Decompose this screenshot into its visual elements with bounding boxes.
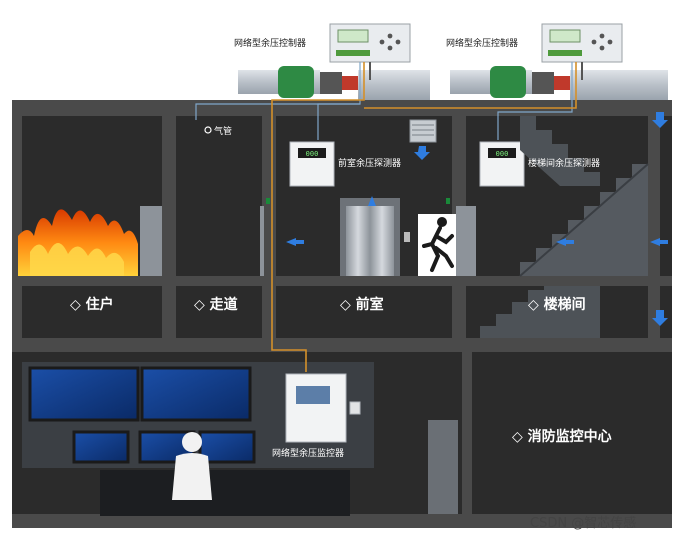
video-wall-screen-1	[30, 368, 138, 420]
right-damper-actuator	[554, 76, 570, 90]
room-label-corridor: ◇ 走道	[194, 294, 238, 314]
stairwell-text: 楼梯间	[544, 297, 586, 313]
left-air-duct	[238, 66, 430, 100]
stair-door	[456, 206, 476, 276]
exit-sign	[418, 214, 456, 276]
corridor-door-edge	[260, 206, 264, 276]
video-wall-screen-2	[142, 368, 250, 420]
residence-text: 住户	[86, 297, 114, 313]
elevator-door-right	[370, 206, 394, 276]
floor-slab	[12, 276, 672, 286]
room-label-fire-control-center: ◇ 消防监控中心	[512, 426, 612, 446]
wall-residence-corridor	[162, 116, 176, 352]
wall-control-center	[462, 352, 472, 514]
monitor-label: 网络型余压监控器	[272, 446, 344, 459]
room-label-residence: ◇ 住户	[70, 294, 114, 314]
left-controller-label: 网络型余压控制器	[234, 36, 306, 49]
operator-head	[182, 432, 202, 452]
antechamber-pressure-detector: 000	[290, 142, 334, 186]
antechamber-text: 前室	[356, 297, 384, 313]
wall-corridor-antechamber	[262, 116, 276, 352]
operator-desk	[100, 470, 350, 516]
desk-monitor-1	[74, 432, 128, 462]
right-duct-fan	[490, 66, 526, 98]
gas-pipe-label: 气管	[214, 124, 232, 137]
exit-indicator-right	[446, 198, 450, 204]
elevator-door-left	[346, 206, 370, 276]
corridor-text: 走道	[210, 297, 238, 313]
stair-detector-label: 楼梯间余压探测器	[528, 156, 600, 169]
fire-control-center-text: 消防监控中心	[528, 429, 612, 445]
lower-floor-slab	[12, 338, 672, 352]
room-label-stairwell: ◇ 楼梯间	[528, 294, 586, 314]
stair-pressure-detector: 000	[480, 142, 524, 186]
operator-body	[172, 453, 212, 500]
exit-indicator-left	[266, 198, 270, 204]
left-duct-fan	[278, 66, 314, 98]
stair-detector-reading: 000	[496, 150, 509, 158]
right-controller-label: 网络型余压控制器	[446, 36, 518, 49]
control-center-door	[428, 420, 458, 514]
left-damper-actuator	[342, 76, 358, 90]
elevator	[340, 198, 410, 276]
residence-door	[140, 206, 162, 276]
right-air-duct	[450, 66, 668, 100]
antechamber-detector-label: 前室余压探测器	[338, 156, 401, 169]
air-vent	[410, 120, 436, 142]
room-label-antechamber: ◇ 前室	[340, 294, 384, 314]
antechamber-detector-reading: 000	[306, 150, 319, 158]
elevator-call-button	[404, 232, 410, 242]
watermark: CSDN @智芯传感	[530, 512, 636, 531]
